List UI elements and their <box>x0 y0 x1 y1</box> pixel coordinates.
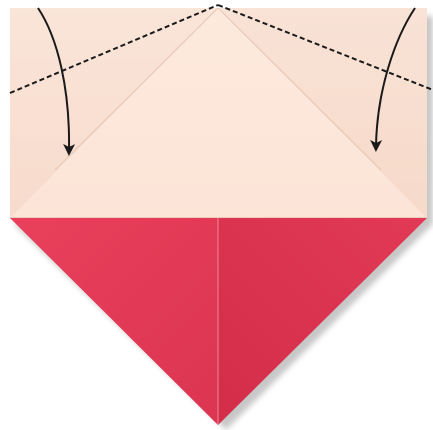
origami-diagram-stage <box>0 0 433 430</box>
origami-diagram <box>0 0 433 430</box>
